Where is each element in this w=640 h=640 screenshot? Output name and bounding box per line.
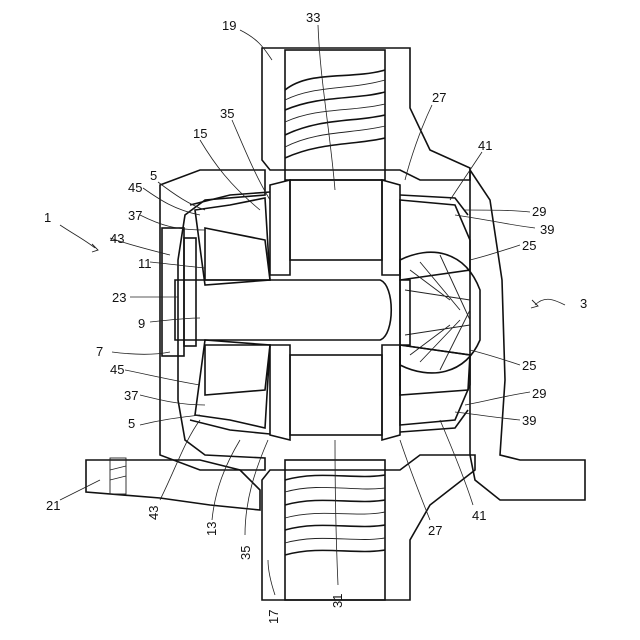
label-43-top: 43: [110, 231, 124, 246]
upper-side-gear-body-right: [382, 180, 400, 275]
upper-output-shaft: [285, 50, 385, 180]
label-37-bottom: 37: [124, 388, 138, 403]
end-cap: [162, 228, 196, 356]
label-43-bottom: 43: [146, 506, 161, 520]
flange-bolt-hole: [110, 458, 126, 494]
label-3: 3: [580, 296, 587, 311]
label-29-bottom: 29: [532, 386, 546, 401]
mounting-flange: [86, 460, 260, 510]
upper-side-gear-body: [270, 180, 290, 275]
label-33: 33: [306, 10, 320, 25]
label-31: 31: [330, 594, 345, 608]
upper-housing-boss: [262, 48, 470, 180]
lower-side-gear-body-right: [382, 345, 400, 440]
label-7: 7: [96, 344, 103, 359]
label-25-bottom: 25: [522, 358, 536, 373]
label-41-bottom: 41: [472, 508, 486, 523]
label-11: 11: [138, 256, 152, 271]
right-housing-flange: [470, 170, 585, 500]
label-35-top: 35: [220, 106, 234, 121]
label-5-bottom: 5: [128, 416, 135, 431]
differential-case: [190, 192, 470, 434]
pinion-shaft: [175, 280, 391, 340]
label-37-top: 37: [128, 208, 142, 223]
side-gears: [270, 180, 400, 440]
label-45-top: 45: [128, 180, 142, 195]
label-23: 23: [112, 290, 126, 305]
label-41-top: 41: [478, 138, 492, 153]
lower-side-gear-splines: [290, 355, 382, 435]
leader-lines: [60, 25, 565, 595]
label-15: 15: [193, 126, 207, 141]
lower-side-gear-body: [270, 345, 290, 440]
label-39-top: 39: [540, 222, 554, 237]
left-pinion-gear: [205, 228, 270, 395]
label-9: 9: [138, 316, 145, 331]
label-27-bottom: 27: [428, 523, 442, 538]
label-17: 17: [266, 610, 281, 624]
label-29-top: 29: [532, 204, 546, 219]
label-5-top: 5: [150, 168, 157, 183]
label-45-bottom: 45: [110, 362, 124, 377]
label-25-top: 25: [522, 238, 536, 253]
label-39-bottom: 39: [522, 413, 536, 428]
label-35-bottom: 35: [238, 546, 253, 560]
label-1: 1: [44, 210, 51, 225]
label-19: 19: [222, 18, 236, 33]
label-13: 13: [204, 522, 219, 536]
assembly-arrows: [92, 244, 538, 308]
upper-side-gear-splines: [290, 180, 382, 260]
label-27-top: 27: [432, 90, 446, 105]
label-21: 21: [46, 498, 60, 513]
reference-numerals: 19 33 27 35 15 41 5 45 37 1 43 11 23 9 7…: [44, 10, 587, 624]
